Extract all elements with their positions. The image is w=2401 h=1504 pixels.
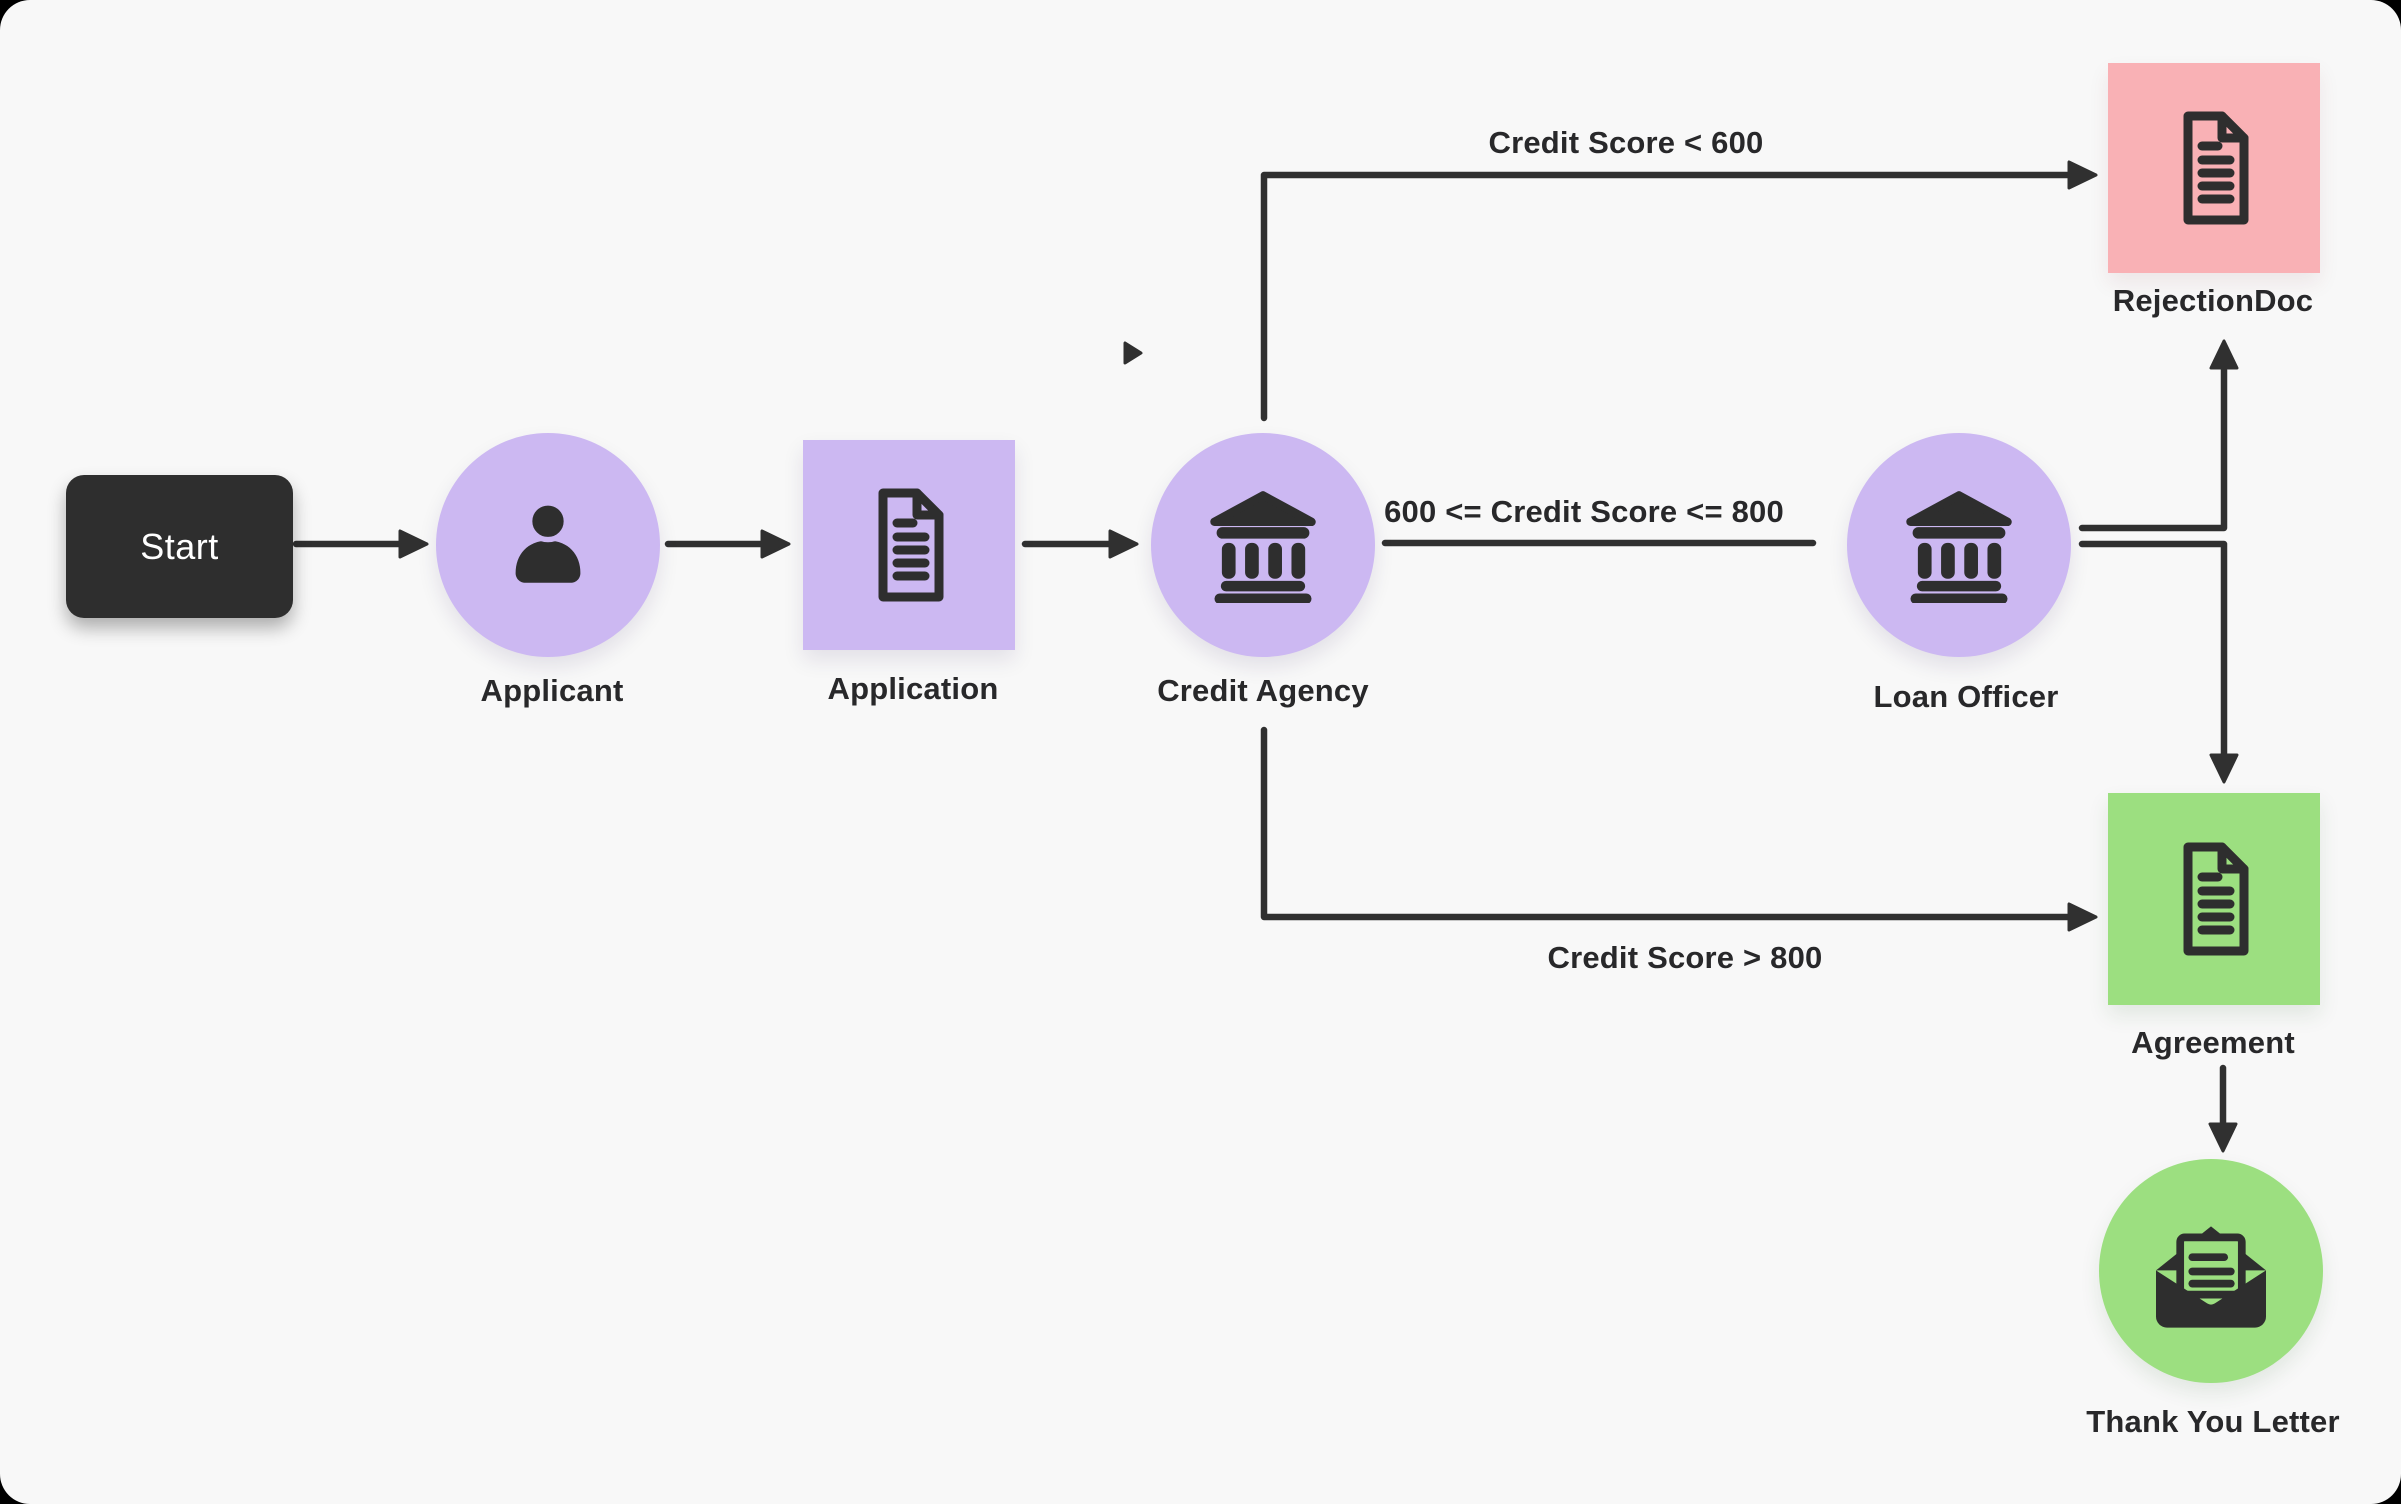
node-label-thank-you: Thank You Letter: [2086, 1404, 2340, 1439]
node-application[interactable]: [803, 440, 1015, 650]
document-icon: [2183, 111, 2249, 225]
node-label-applicant: Applicant: [480, 673, 624, 708]
arrowhead-right: [760, 529, 791, 559]
arrowhead-right: [2067, 902, 2098, 932]
arrowhead-up: [2209, 339, 2239, 370]
arrowhead-right: [398, 529, 429, 559]
node-label-credit-agency: Credit Agency: [1157, 673, 1369, 708]
stray-arrowhead: [1123, 341, 1143, 365]
edge-label-credit-mid: 600 <= Credit Score <= 800: [1384, 494, 1784, 529]
edge-loanofficer-agreement: [2078, 540, 2228, 759]
node-label-application: Application: [827, 671, 999, 706]
edge-loanofficer-rejectiondoc: [2078, 366, 2228, 532]
arrowhead-down: [2209, 753, 2239, 784]
node-label-loan-officer: Loan Officer: [1873, 679, 2059, 714]
node-loan-officer[interactable]: [1847, 433, 2071, 657]
start-label: Start: [140, 525, 219, 567]
node-thank-you[interactable]: [2099, 1159, 2323, 1383]
start-node[interactable]: Start: [66, 475, 293, 618]
arrowhead-down: [2208, 1122, 2238, 1153]
node-agreement[interactable]: [2108, 793, 2320, 1005]
arrowhead-right: [1108, 529, 1139, 559]
open-envelope-icon: [2156, 1225, 2266, 1328]
person-icon: [515, 500, 581, 583]
node-credit-agency[interactable]: [1151, 433, 1375, 657]
bank-icon: [1906, 491, 2012, 603]
node-rejection-doc[interactable]: [2108, 63, 2320, 273]
document-icon: [2183, 842, 2249, 956]
node-label-agreement: Agreement: [2131, 1025, 2295, 1060]
arrowhead-right: [2067, 160, 2098, 190]
node-label-rejection-doc: RejectionDoc: [2112, 283, 2314, 318]
bank-icon: [1210, 491, 1316, 603]
edge-label-credit-low: Credit Score < 600: [1488, 125, 1764, 160]
node-applicant[interactable]: [436, 433, 660, 657]
edge-creditagency-rejectiondoc: [1260, 171, 2072, 422]
edge-creditagency-agreement: [1260, 726, 2072, 921]
edge-label-credit-high: Credit Score > 800: [1547, 940, 1823, 975]
document-icon: [878, 488, 944, 602]
